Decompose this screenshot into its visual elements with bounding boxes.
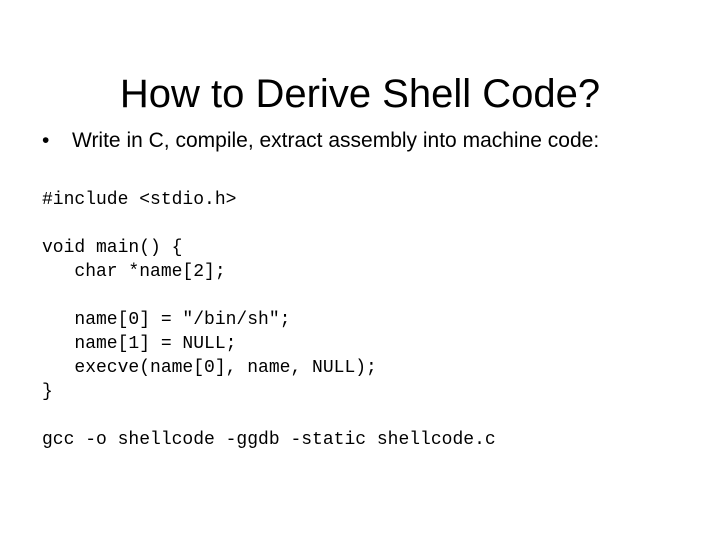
list-item: • Write in C, compile, extract assembly …: [38, 127, 698, 154]
code-line: name[1] = NULL;: [42, 334, 237, 354]
code-line: }: [42, 382, 53, 402]
page-title: How to Derive Shell Code?: [119, 71, 601, 116]
bullet-list: • Write in C, compile, extract assembly …: [38, 127, 698, 154]
code-line: [42, 284, 377, 308]
code-line: char *name[2];: [42, 262, 226, 282]
code-line: execve(name[0], name, NULL);: [42, 358, 377, 378]
bullet-item-label: Write in C, compile, extract assembly in…: [72, 129, 600, 152]
code-line: void main() {: [42, 238, 183, 258]
bullet-point-icon: •: [42, 129, 50, 152]
code-line: #include <stdio.h>: [42, 190, 237, 210]
code-line: [42, 212, 377, 236]
code-block: #include <stdio.h> void main() { char *na…: [42, 188, 377, 404]
compile-command-line: gcc -o shellcode -ggdb -static shellcode…: [42, 430, 496, 450]
code-line: name[0] = "/bin/sh";: [42, 310, 291, 330]
